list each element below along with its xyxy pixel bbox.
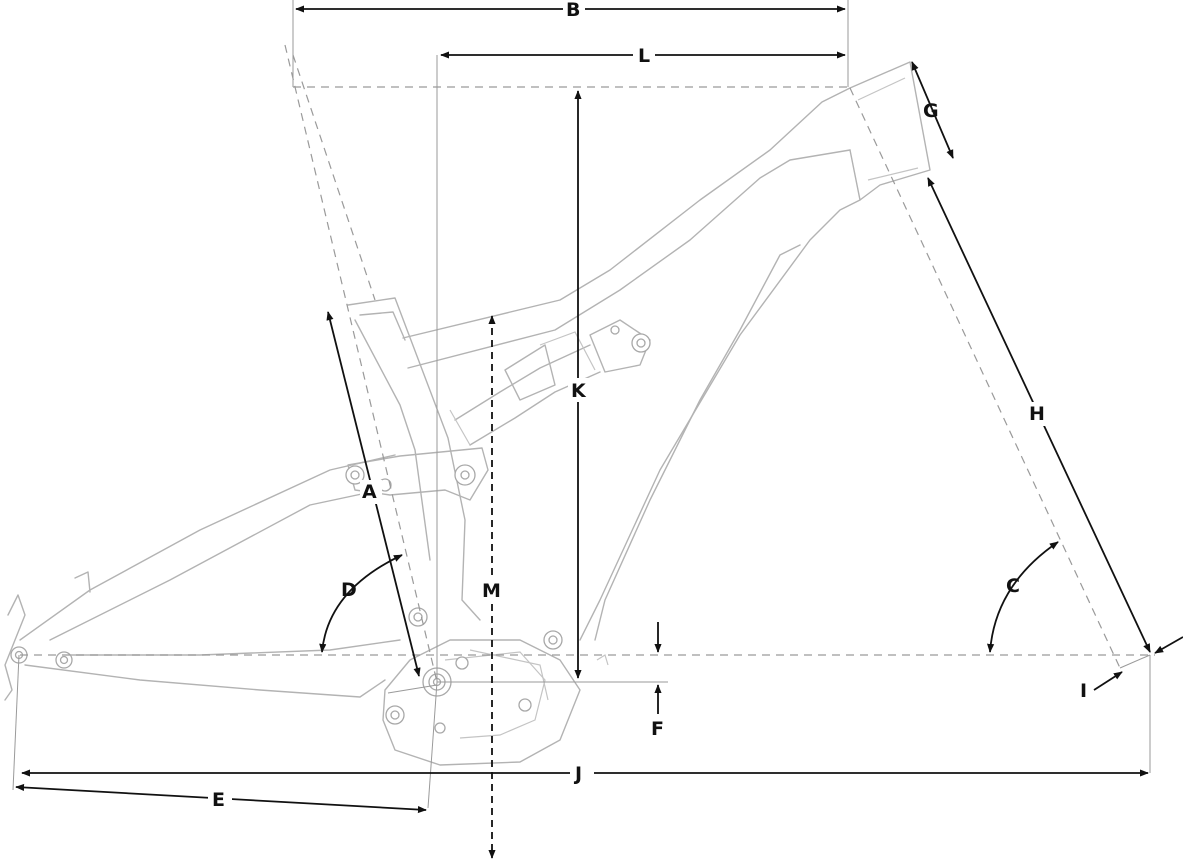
- label-i: I: [1080, 680, 1087, 702]
- label-l: L: [638, 45, 650, 67]
- label-e: E: [212, 789, 225, 811]
- label-f: F: [651, 718, 664, 740]
- label-d: D: [341, 579, 357, 601]
- dimension-arrows: [15, 5, 1183, 859]
- label-h: H: [1029, 403, 1045, 425]
- label-g: G: [923, 100, 939, 122]
- frame-pivots: [10, 325, 651, 734]
- label-j: J: [573, 763, 582, 785]
- label-k: K: [571, 380, 587, 402]
- label-m: M: [482, 580, 501, 602]
- dimension-labels: B L K M A G H J E F I D C: [208, 0, 1087, 811]
- reference-lines: [12, 0, 1155, 809]
- label-b: B: [566, 0, 580, 21]
- label-c: C: [1006, 575, 1020, 597]
- label-a: A: [362, 481, 377, 503]
